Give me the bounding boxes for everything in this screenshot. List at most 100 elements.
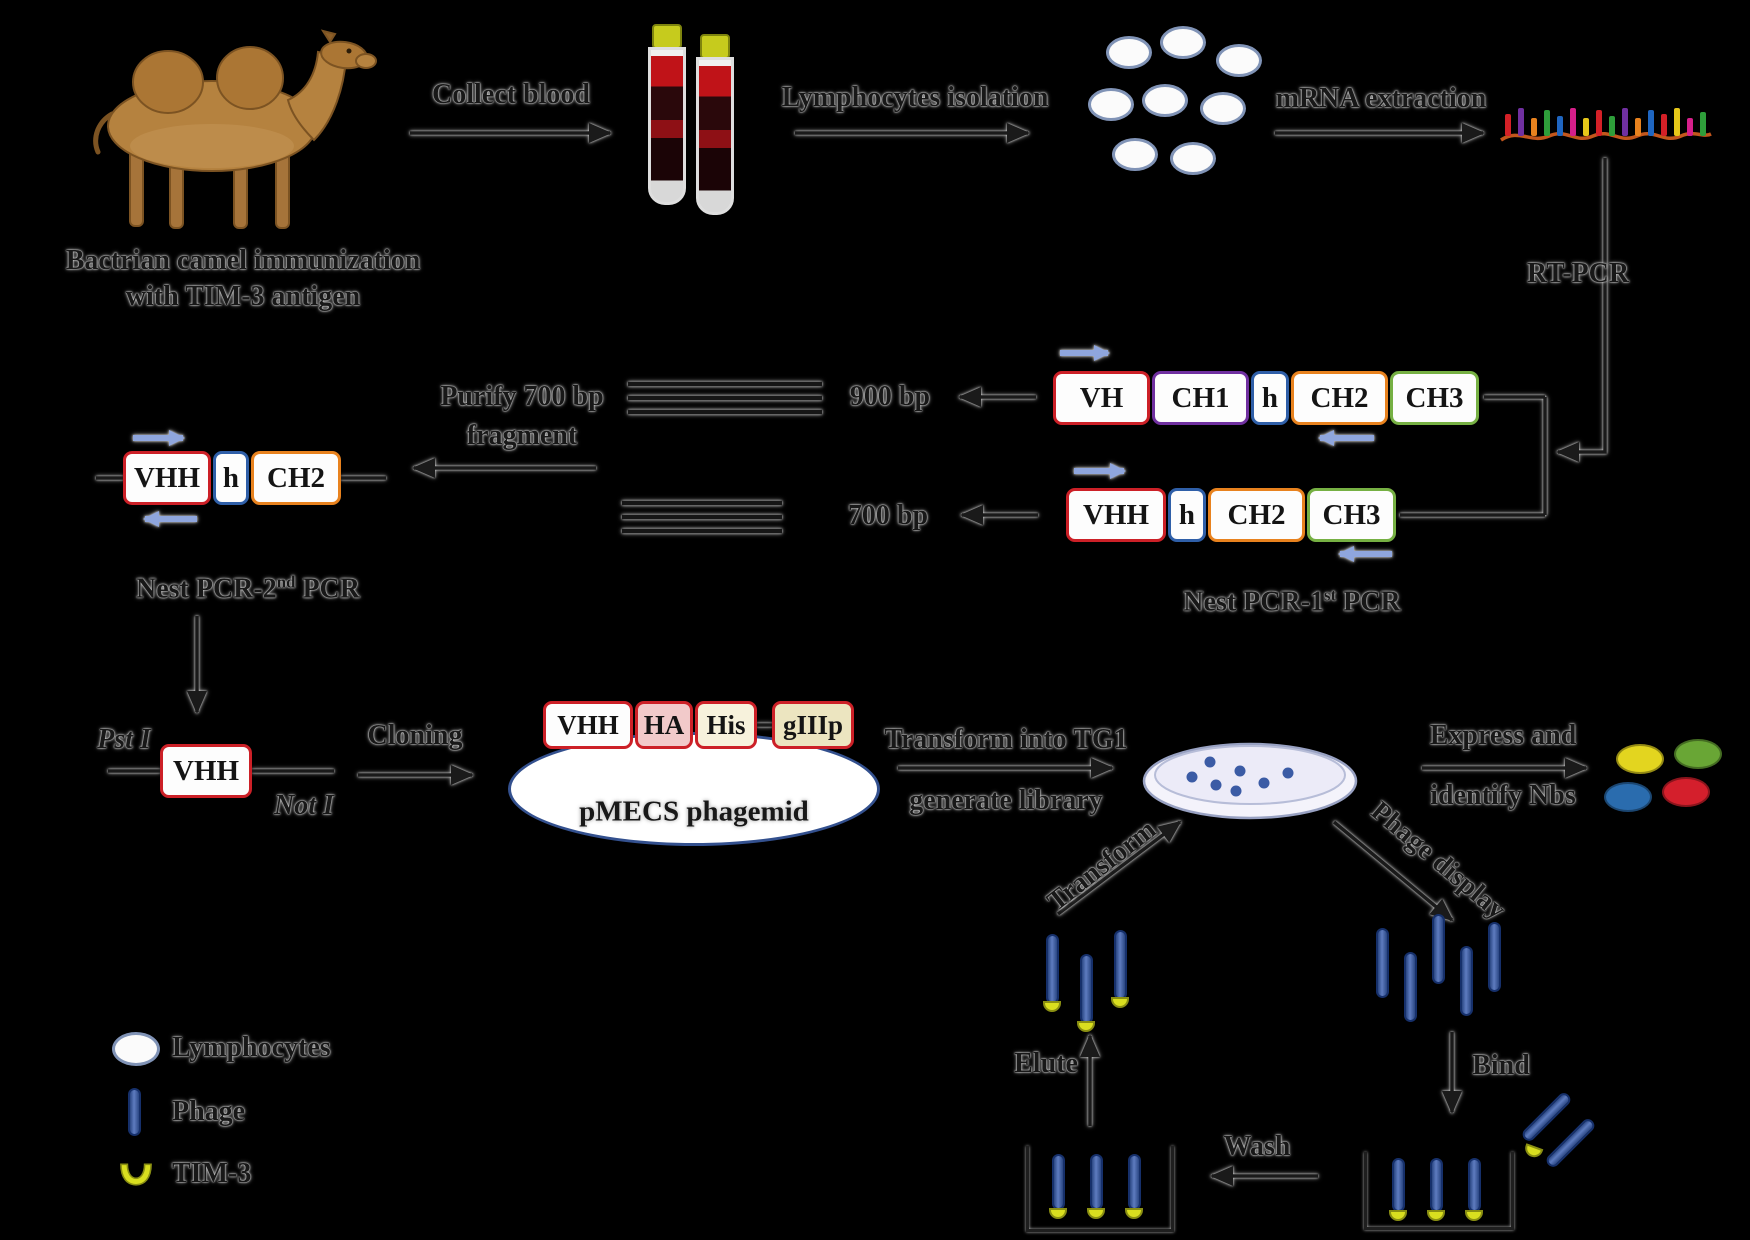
gene-box-vh: VH <box>1053 371 1150 425</box>
gene-box-ch3: CH3 <box>1307 488 1396 542</box>
phage-icon <box>1090 1154 1103 1210</box>
phage-icon <box>1432 914 1445 984</box>
colony-dots <box>1186 756 1294 797</box>
phage-icon <box>1460 946 1473 1016</box>
phage-icon <box>1128 1154 1141 1210</box>
lymphocyte-cell <box>1200 92 1246 125</box>
bind-well-container <box>1364 1152 1514 1230</box>
wash-well-container <box>1026 1146 1174 1232</box>
band-700bp-label: 700 bp <box>847 500 929 531</box>
phagemid-label: pMECS phagemid <box>579 795 809 828</box>
phage-icon <box>1046 934 1059 1004</box>
lymphocyte-cell <box>1170 142 1216 175</box>
step-express-line1: Express and <box>1429 720 1577 751</box>
tim3-icon <box>1087 1208 1105 1219</box>
tim3-icon <box>1465 1210 1483 1221</box>
lymphocyte-cell <box>1216 44 1262 77</box>
nest-pcr-1-sup: st <box>1324 585 1337 605</box>
phage-icon <box>1052 1154 1065 1210</box>
nanobody-oval-yellow <box>1616 744 1664 774</box>
phage-icon <box>1376 928 1389 998</box>
camel-hump-front <box>132 50 204 114</box>
petri-dish <box>1142 742 1358 820</box>
camel-tail <box>93 111 115 155</box>
phage-icon <box>1114 930 1127 1000</box>
tim3-icon <box>1111 997 1129 1008</box>
gene-box-ch2: CH2 <box>251 451 341 505</box>
tim3-icon <box>1043 1001 1061 1012</box>
gel-bands-700 <box>622 500 782 534</box>
phage-icon <box>1392 1158 1405 1212</box>
gel-bands-900 <box>628 381 822 415</box>
lymphocyte-cell <box>1106 36 1152 69</box>
lymphocyte-cell <box>1160 26 1206 59</box>
phage-icon <box>1430 1158 1443 1212</box>
enzyme-noti-label: Not I <box>274 790 334 821</box>
gene-box-hinge: h <box>1251 371 1289 425</box>
step-express-line2: identify Nbs <box>1430 780 1576 811</box>
phage-icon <box>1404 952 1417 1022</box>
gene-box-ch2: CH2 <box>1291 371 1388 425</box>
gene-box-vhh-insert: VHH <box>160 744 252 798</box>
legend-tim3-label: TIM-3 <box>172 1158 252 1189</box>
gene-box-hinge: h <box>213 451 249 505</box>
mrna-illustration <box>1500 108 1712 142</box>
nanobody-oval-blue <box>1604 782 1652 812</box>
phagemid-box-his: His <box>695 701 757 749</box>
camel-eye <box>346 48 352 54</box>
tube-cap <box>652 24 682 49</box>
nanobody-oval-green <box>1674 739 1722 769</box>
step-mrna-extraction-label: mRNA extraction <box>1275 83 1487 114</box>
lymphocyte-cell <box>1112 138 1158 171</box>
nest-pcr-1-label: Nest PCR-1st PCR <box>1183 585 1400 618</box>
nest-pcr-2-pre: Nest PCR-2 <box>136 573 277 605</box>
tim3-icon <box>1427 1210 1445 1221</box>
primer-arrows <box>133 345 1392 562</box>
blood-tube <box>648 24 686 205</box>
phage-icon <box>1488 922 1501 992</box>
legend-phage-icon <box>128 1088 141 1136</box>
step-transform-tg1-line2: generate library <box>909 785 1103 816</box>
arrow-rt-pcr <box>1556 158 1607 462</box>
phagemid-box-vhh: VHH <box>543 701 633 749</box>
nanobody-oval-red <box>1662 777 1710 807</box>
gene-box-hinge: h <box>1168 488 1206 542</box>
tim3-icon <box>1389 1210 1407 1221</box>
phage-icon <box>1468 1158 1481 1212</box>
step-transform-tg1-line1: Transform into TG1 <box>884 724 1128 755</box>
step-bind-label: Bind <box>1472 1050 1530 1081</box>
step-lymphocytes-isolation-label: Lymphocytes isolation <box>781 82 1049 113</box>
nest-pcr-2-label: Nest PCR-2nd PCR <box>136 572 360 605</box>
gene-box-vhh: VHH <box>123 451 211 505</box>
step-elute-label: Elute <box>1014 1048 1078 1079</box>
arrow-phage-display <box>1332 820 1454 922</box>
blood-tube <box>696 34 734 215</box>
tim3-icon <box>1049 1208 1067 1219</box>
enzyme-psti-label: Pst I <box>97 724 151 755</box>
step-purify-line1: Purify 700 bp <box>440 381 604 412</box>
camel-hump-rear <box>216 46 284 110</box>
step-purify-line2: fragment <box>466 420 578 451</box>
legend-lymphocyte-icon <box>112 1032 160 1066</box>
tube-body <box>648 47 686 205</box>
gene-box-vhh: VHH <box>1066 488 1166 542</box>
nest-pcr-2-sup: nd <box>276 572 296 592</box>
gene-box-ch2: CH2 <box>1208 488 1305 542</box>
step-collect-blood-label: Collect blood <box>432 79 590 110</box>
tube-cap <box>700 34 730 59</box>
lymphocyte-cell <box>1142 84 1188 117</box>
step-cloning-label: Cloning <box>367 720 463 751</box>
arrow-transform-cycle <box>1056 820 1182 916</box>
gene-box-ch3: CH3 <box>1390 371 1479 425</box>
legend-lymphocytes-label: Lymphocytes <box>172 1032 331 1063</box>
tim3-icon <box>1125 1208 1143 1219</box>
phagemid-ellipse <box>508 732 880 846</box>
legend-tim3-icon <box>120 1163 152 1186</box>
phagemid-box-ha: HA <box>635 701 693 749</box>
camel-caption-line2: with TIM-3 antigen <box>125 281 361 312</box>
step-rt-pcr-label: RT-PCR <box>1526 258 1630 289</box>
band-900bp-label: 900 bp <box>849 381 931 412</box>
phage-icon <box>1080 954 1093 1024</box>
nest-pcr-1-pre: Nest PCR-1 <box>1183 586 1325 618</box>
